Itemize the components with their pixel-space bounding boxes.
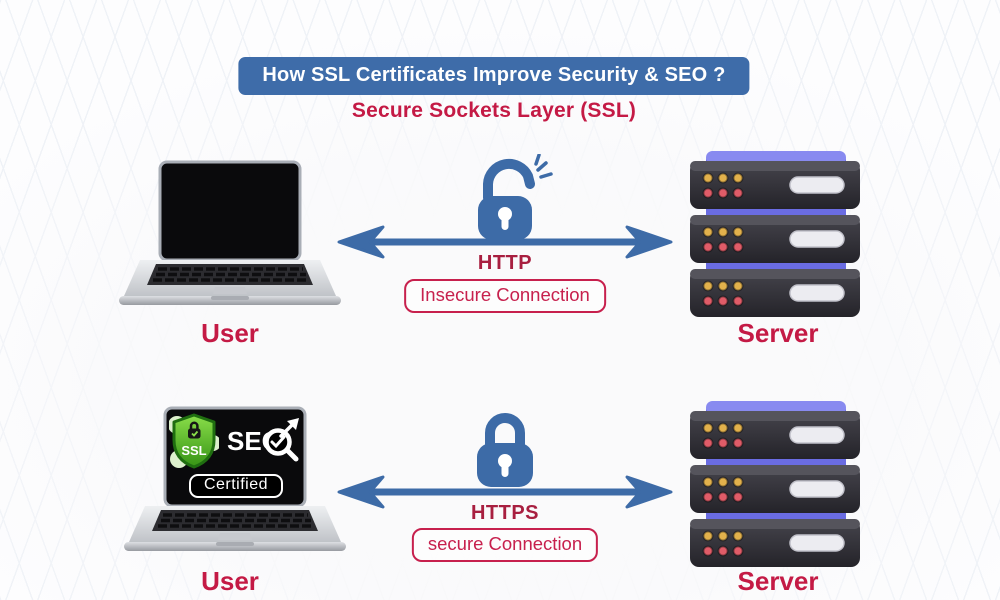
- title-banner: How SSL Certificates Improve Security & …: [238, 57, 750, 95]
- seo-logo: SEO: [227, 418, 299, 462]
- connection-badge: secure Connection: [411, 528, 599, 562]
- mini-lock-icon: [188, 421, 201, 439]
- server-icon: [690, 397, 862, 569]
- growth-arrow-icon: [279, 418, 299, 438]
- double-arrow-icon: [337, 225, 673, 259]
- user-label: User: [201, 318, 259, 348]
- user-label: User: [201, 566, 259, 596]
- closed-padlock-icon: [477, 413, 533, 487]
- badge-row: SSL SEO: [169, 413, 303, 469]
- double-arrow-icon: [337, 475, 673, 509]
- server-icon: [690, 147, 862, 319]
- open-padlock-icon: [478, 154, 553, 240]
- certified-screen: SSL SEO Certified: [167, 411, 305, 503]
- server-label: Server: [737, 318, 819, 348]
- server-label: Server: [737, 566, 819, 596]
- connection-badge-text: Insecure Connection: [404, 279, 606, 313]
- connection-badge-text: secure Connection: [411, 528, 599, 562]
- subtitle: Secure Sockets Layer (SSL): [351, 99, 637, 122]
- magnifier-icon: [264, 428, 299, 462]
- certified-badge: Certified: [188, 474, 284, 498]
- protocol-label: HTTPS: [470, 502, 540, 524]
- protocol-label: HTTP: [477, 252, 533, 274]
- ssl-shield-text: SSL: [181, 443, 206, 458]
- laptop-icon: [116, 160, 344, 312]
- spark-lines-icon: [534, 154, 553, 179]
- ssl-shield-icon: SSL: [169, 413, 219, 469]
- connection-badge: Insecure Connection: [404, 279, 606, 313]
